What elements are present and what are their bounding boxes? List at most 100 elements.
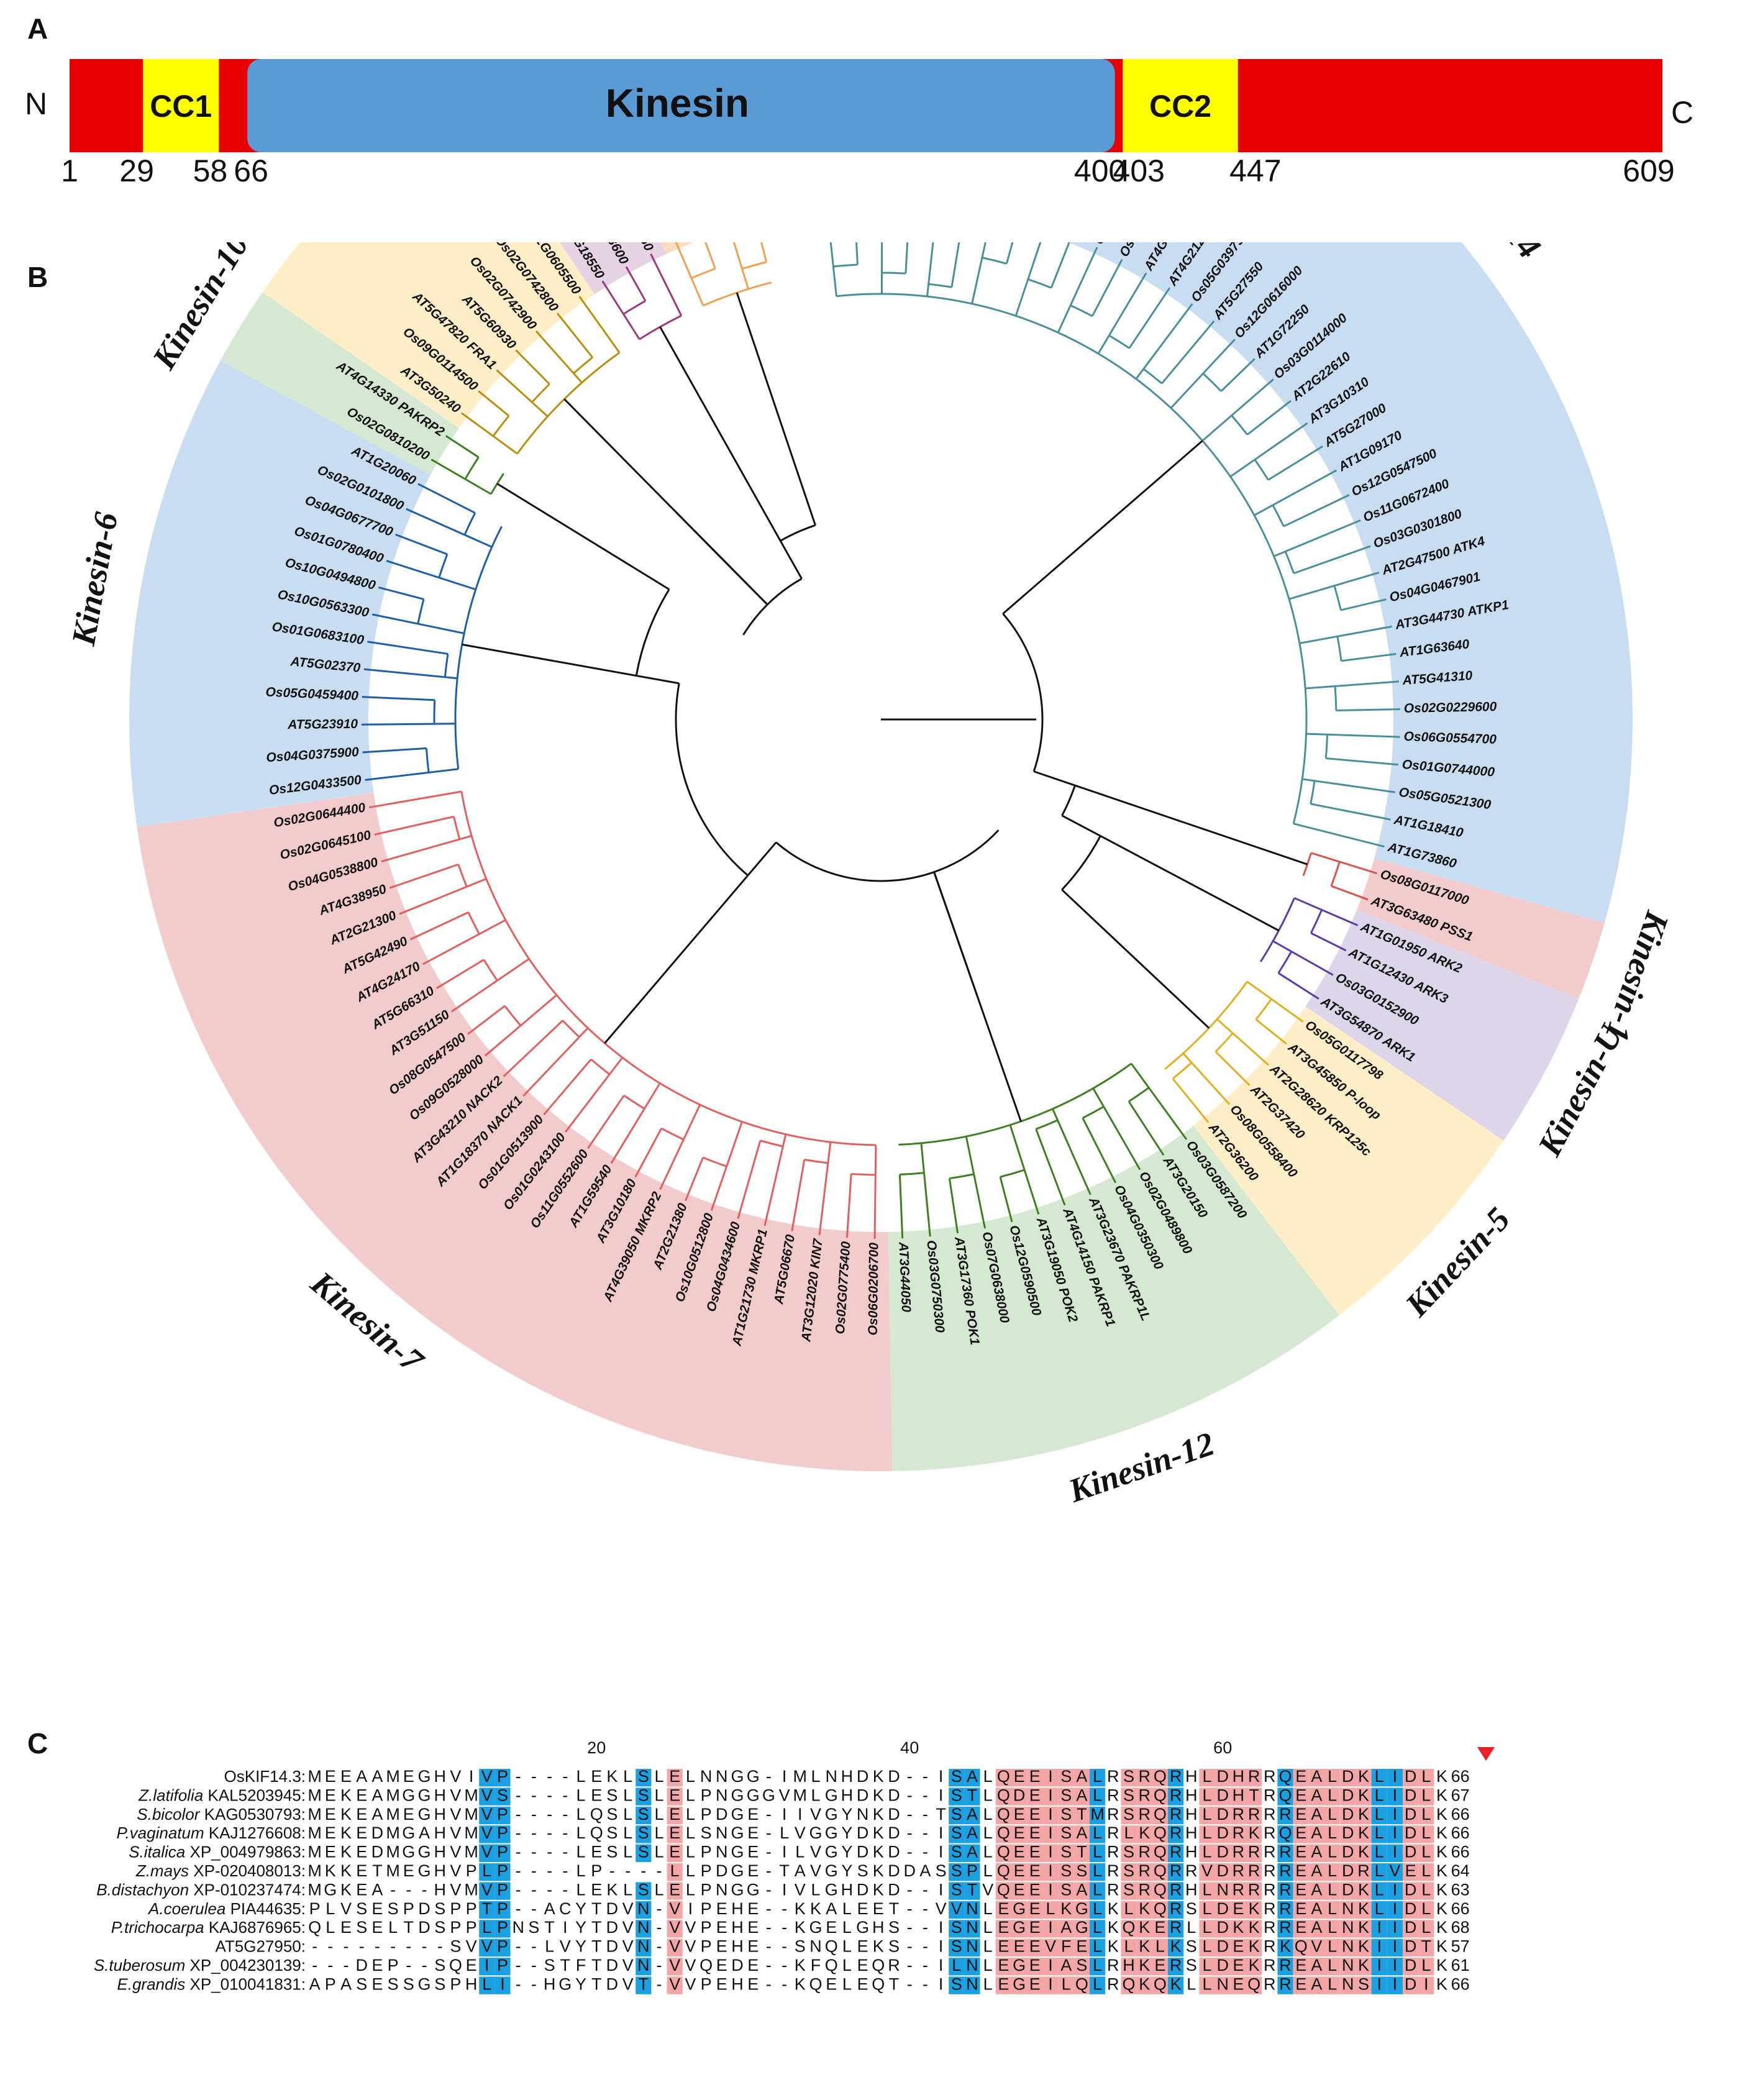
residue-highlight <box>949 1938 965 1956</box>
internal-branch <box>1135 347 1160 380</box>
leaf-branch <box>845 1174 852 1238</box>
residue: I <box>1048 1786 1053 1804</box>
residue: V <box>951 1899 962 1918</box>
branch-connector <box>573 357 593 375</box>
residue: S <box>1060 1805 1072 1824</box>
position-label: 400 <box>1074 153 1126 188</box>
tree-branches <box>362 242 1400 1239</box>
residue: R <box>1279 1956 1292 1974</box>
coiled-coil-domain <box>143 59 219 152</box>
branch-connector <box>949 1173 975 1180</box>
residue-highlight <box>949 1825 965 1843</box>
residue-highlight <box>1340 1938 1356 1956</box>
residue-highlight <box>949 1863 965 1881</box>
residue: - <box>923 1974 928 1993</box>
residue: K <box>873 1937 884 1956</box>
residue: L <box>1124 1899 1133 1918</box>
residue: - <box>531 1843 537 1861</box>
leaf-branch <box>650 253 662 274</box>
leaf-branch <box>1341 653 1397 662</box>
residue: L <box>576 1861 585 1880</box>
residue: I <box>1048 1956 1053 1974</box>
residue: K <box>1436 1767 1447 1786</box>
species-name: S.bicolor <box>137 1805 204 1824</box>
residue: S <box>1186 1956 1197 1974</box>
residue: S <box>951 1974 962 1993</box>
residue: E <box>747 1899 759 1918</box>
internal-branch <box>697 293 704 306</box>
residue: L <box>1093 1824 1102 1842</box>
residue: M <box>308 1824 322 1842</box>
residue: G <box>825 1824 838 1842</box>
residue: - <box>312 1937 317 1956</box>
residue: I <box>1048 1918 1053 1937</box>
ruler-tick-label: 40 <box>900 1738 919 1757</box>
residue-highlight <box>1230 1806 1246 1825</box>
residue: - <box>406 1956 411 1974</box>
residue-highlight <box>1418 1938 1434 1956</box>
residue-highlight <box>1042 1901 1059 1919</box>
internal-branch <box>733 244 750 290</box>
residue: H <box>872 1918 885 1937</box>
residue: S <box>951 1805 962 1824</box>
residue-highlight <box>949 1806 965 1825</box>
leaf-branch <box>378 586 424 600</box>
residue-highlight <box>1418 1920 1434 1938</box>
residue: H <box>1185 1880 1198 1899</box>
clade-sector <box>1193 1007 1504 1316</box>
residue: L <box>983 1767 993 1786</box>
branch-connector <box>661 1127 685 1141</box>
residue: V <box>481 1880 493 1899</box>
residue: K <box>1436 1956 1447 1974</box>
residue: D <box>1342 1805 1354 1824</box>
residue-highlight <box>995 1901 1011 1919</box>
branch-connector <box>492 415 510 437</box>
residue: R <box>1279 1880 1292 1899</box>
residue: I <box>1424 1974 1429 1993</box>
residue: L <box>1093 1880 1102 1899</box>
leaf-branch <box>1246 399 1292 436</box>
residue: S <box>450 1937 461 1956</box>
residue: R <box>1248 1843 1260 1861</box>
residue: L <box>1093 1974 1102 1993</box>
residue: P <box>497 1899 508 1918</box>
backbone-arc <box>742 604 768 636</box>
residue: M <box>308 1767 322 1786</box>
residue: R <box>1233 1824 1245 1842</box>
residue-highlight <box>1403 1920 1419 1938</box>
residue: T <box>889 1899 900 1918</box>
residue-highlight <box>1027 1938 1043 1956</box>
residue: L <box>388 1918 398 1937</box>
residue: - <box>531 1937 537 1956</box>
internal-branch <box>1272 940 1315 966</box>
residue: R <box>888 1956 900 1974</box>
residue: R <box>1248 1861 1260 1880</box>
residue: - <box>609 1861 615 1880</box>
residue: K <box>1436 1861 1447 1880</box>
backbone-link <box>636 675 680 685</box>
residue-highlight <box>1277 1806 1293 1825</box>
leaf-branch <box>1158 303 1193 349</box>
residue: S <box>434 1899 445 1918</box>
residue: L <box>1328 1824 1337 1842</box>
residue: I <box>939 1767 944 1786</box>
residue-highlight <box>1308 1863 1324 1881</box>
residue: - <box>562 1843 568 1861</box>
residue: D <box>371 1843 384 1861</box>
residue: A <box>371 1805 383 1824</box>
residue: Q <box>700 1956 713 1974</box>
residue: E <box>1029 1937 1041 1956</box>
residue: - <box>907 1918 913 1937</box>
residue: P <box>450 1918 461 1937</box>
leaf-branch <box>367 641 449 655</box>
residue: S <box>356 1899 367 1918</box>
leaf-branch <box>1340 783 1395 793</box>
internal-branch <box>659 273 683 316</box>
leaf-branch <box>431 459 481 489</box>
residue: L <box>1187 1918 1196 1937</box>
residue: Q <box>590 1824 603 1842</box>
